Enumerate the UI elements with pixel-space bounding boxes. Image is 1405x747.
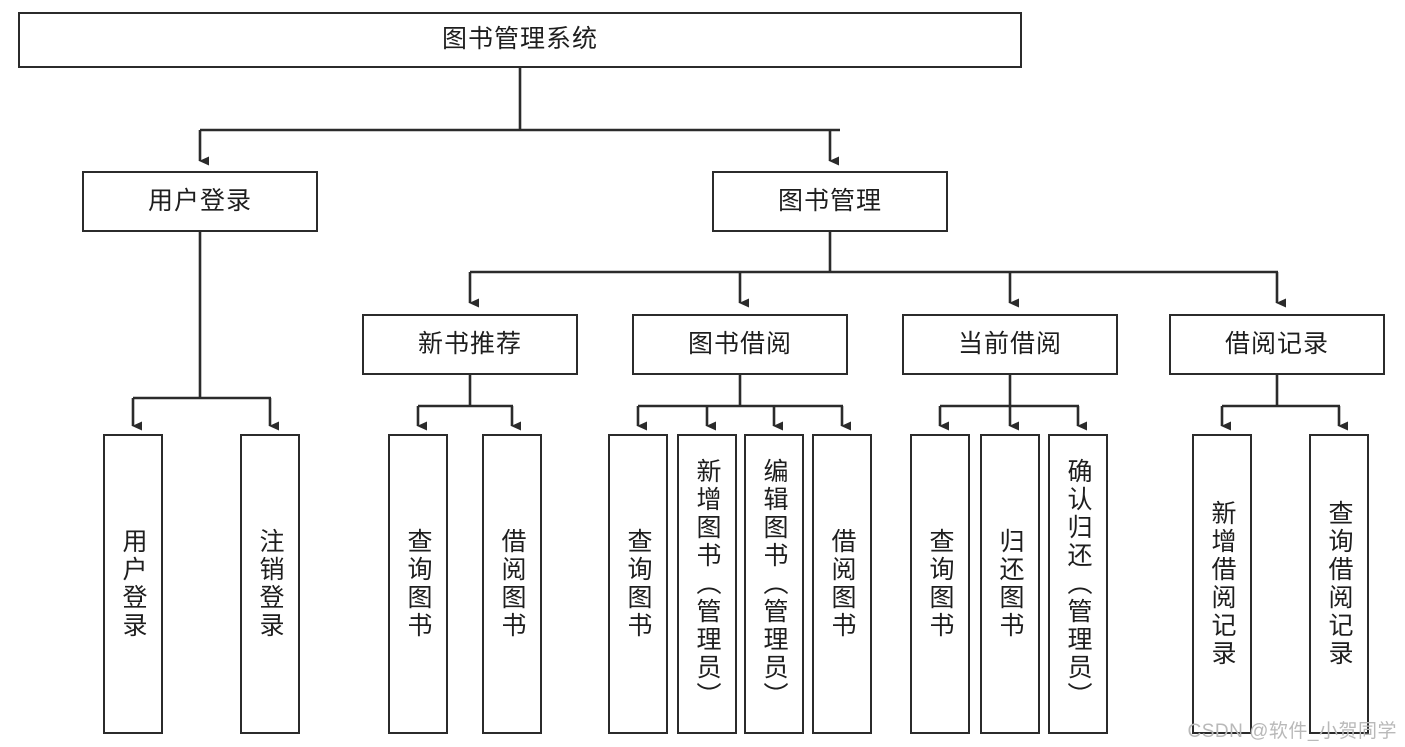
node-current-borrow[interactable]: 当前借阅 <box>902 314 1118 375</box>
node-root-system[interactable]: 图书管理系统 <box>18 12 1022 68</box>
leaf-recommend-borrow-book[interactable]: 借阅图书 <box>482 434 542 734</box>
leaf-borrow-edit-book-admin[interactable]: 编辑图书（管理员） <box>744 434 804 734</box>
leaf-current-query-book[interactable]: 查询图书 <box>910 434 970 734</box>
leaf-record-query-record[interactable]: 查询借阅记录 <box>1309 434 1369 734</box>
leaf-user-login-logout[interactable]: 注销登录 <box>240 434 300 734</box>
leaf-user-login-login[interactable]: 用户登录 <box>103 434 163 734</box>
leaf-current-return-book[interactable]: 归还图书 <box>980 434 1040 734</box>
node-book-borrow[interactable]: 图书借阅 <box>632 314 848 375</box>
leaf-current-confirm-return-admin[interactable]: 确认归还（管理员） <box>1048 434 1108 734</box>
csdn-watermark: CSDN @软件_小贺同学 <box>1187 721 1397 742</box>
leaf-record-add-record[interactable]: 新增借阅记录 <box>1192 434 1252 734</box>
node-book-management[interactable]: 图书管理 <box>712 171 948 232</box>
leaf-borrow-borrow-book[interactable]: 借阅图书 <box>812 434 872 734</box>
node-borrow-record[interactable]: 借阅记录 <box>1169 314 1385 375</box>
leaf-borrow-add-book-admin[interactable]: 新增图书（管理员） <box>677 434 737 734</box>
node-user-login[interactable]: 用户登录 <box>82 171 318 232</box>
leaf-recommend-query-book[interactable]: 查询图书 <box>388 434 448 734</box>
node-new-book-recommend[interactable]: 新书推荐 <box>362 314 578 375</box>
leaf-borrow-query-book[interactable]: 查询图书 <box>608 434 668 734</box>
